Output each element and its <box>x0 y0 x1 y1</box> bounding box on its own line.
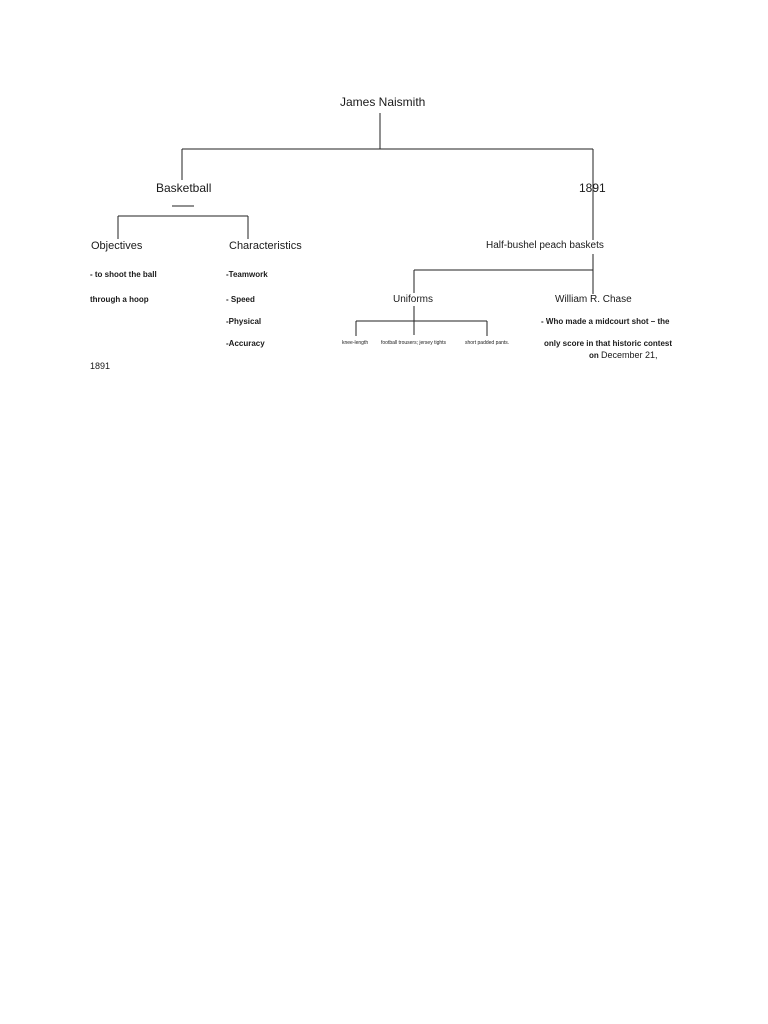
footer-year: 1891 <box>90 361 111 371</box>
characteristic-accuracy: -Accuracy <box>226 339 265 348</box>
objective-text-line-1: - to shoot the ball <box>90 270 157 279</box>
node-william-r-chase: William R. Chase <box>555 294 632 305</box>
node-objectives: Objectives <box>91 240 143 252</box>
characteristic-physical: -Physical <box>226 317 262 326</box>
characteristic-speed: - Speed <box>226 295 255 304</box>
uniform-item-short-padded-pants: short padded pants. <box>465 340 510 346</box>
chase-text-line-1: - Who made a midcourt shot – the <box>541 317 670 326</box>
chase-text-line-3: on December 21, <box>589 351 658 360</box>
chase-text-date: December 21, <box>601 350 658 360</box>
node-uniforms: Uniforms <box>393 294 434 305</box>
objective-text-line-2: through a hoop <box>90 295 149 304</box>
chase-text-on: on <box>589 351 599 360</box>
uniform-item-knee-length: knee-length <box>342 340 369 346</box>
uniform-item-football-trousers: football trousers; jersey tights <box>381 340 447 346</box>
characteristic-teamwork: -Teamwork <box>226 270 268 279</box>
node-basketball: Basketball <box>156 181 212 195</box>
node-1891: 1891 <box>579 181 606 195</box>
chase-text-line-2: only score in that historic contest <box>544 339 673 348</box>
node-characteristics: Characteristics <box>229 240 302 252</box>
node-james-naismith: James Naismith <box>340 95 426 109</box>
node-half-bushel-peach-baskets: Half-bushel peach baskets <box>486 240 604 251</box>
